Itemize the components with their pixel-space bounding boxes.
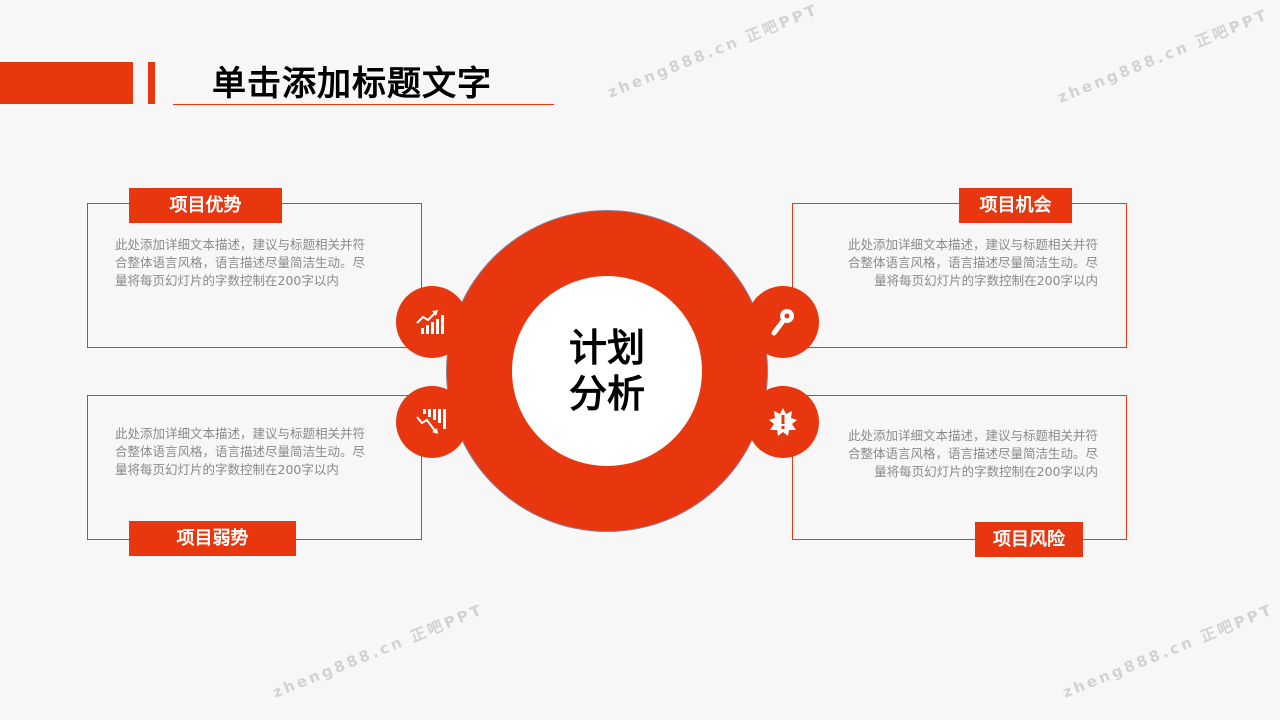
label-risks[interactable]: 项目风险 <box>975 522 1083 557</box>
watermark: zheng888.cn 正吧PPT <box>1055 5 1272 107</box>
label-weaknesses[interactable]: 项目弱势 <box>129 521 296 556</box>
title-underline <box>173 104 554 105</box>
desc-opportunities[interactable]: 此处添加详细文本描述，建议与标题相关并符合整体语言风格，语言描述尽量简洁生动。尽… <box>847 237 1098 288</box>
chart-up-icon <box>396 286 468 358</box>
key-icon <box>747 286 819 358</box>
center-title-line1[interactable]: 计划 <box>568 326 645 370</box>
center-disc: 计划 分析 <box>512 276 702 466</box>
page-title[interactable]: 单击添加标题文字 <box>212 64 492 104</box>
chart-down-icon <box>396 386 468 458</box>
desc-weaknesses[interactable]: 此处添加详细文本描述，建议与标题相关并符合整体语言风格，语言描述尽量简洁生动。尽… <box>115 426 366 477</box>
desc-strengths[interactable]: 此处添加详细文本描述，建议与标题相关并符合整体语言风格，语言描述尽量简洁生动。尽… <box>115 237 366 288</box>
watermark: zheng888.cn 正吧PPT <box>270 600 487 702</box>
label-opportunities[interactable]: 项目机会 <box>959 188 1072 223</box>
watermark: zheng888.cn 正吧PPT <box>1060 600 1277 702</box>
desc-risks[interactable]: 此处添加详细文本描述，建议与标题相关并符合整体语言风格，语言描述尽量简洁生动。尽… <box>847 428 1098 479</box>
warning-burst-icon <box>747 386 819 458</box>
header-accent-bar <box>0 62 133 104</box>
card-risks <box>792 395 1127 540</box>
watermark: zheng888.cn 正吧PPT <box>605 0 822 102</box>
label-strengths[interactable]: 项目优势 <box>129 188 282 223</box>
center-title-line2[interactable]: 分析 <box>568 372 645 416</box>
header-accent-line <box>148 62 155 104</box>
